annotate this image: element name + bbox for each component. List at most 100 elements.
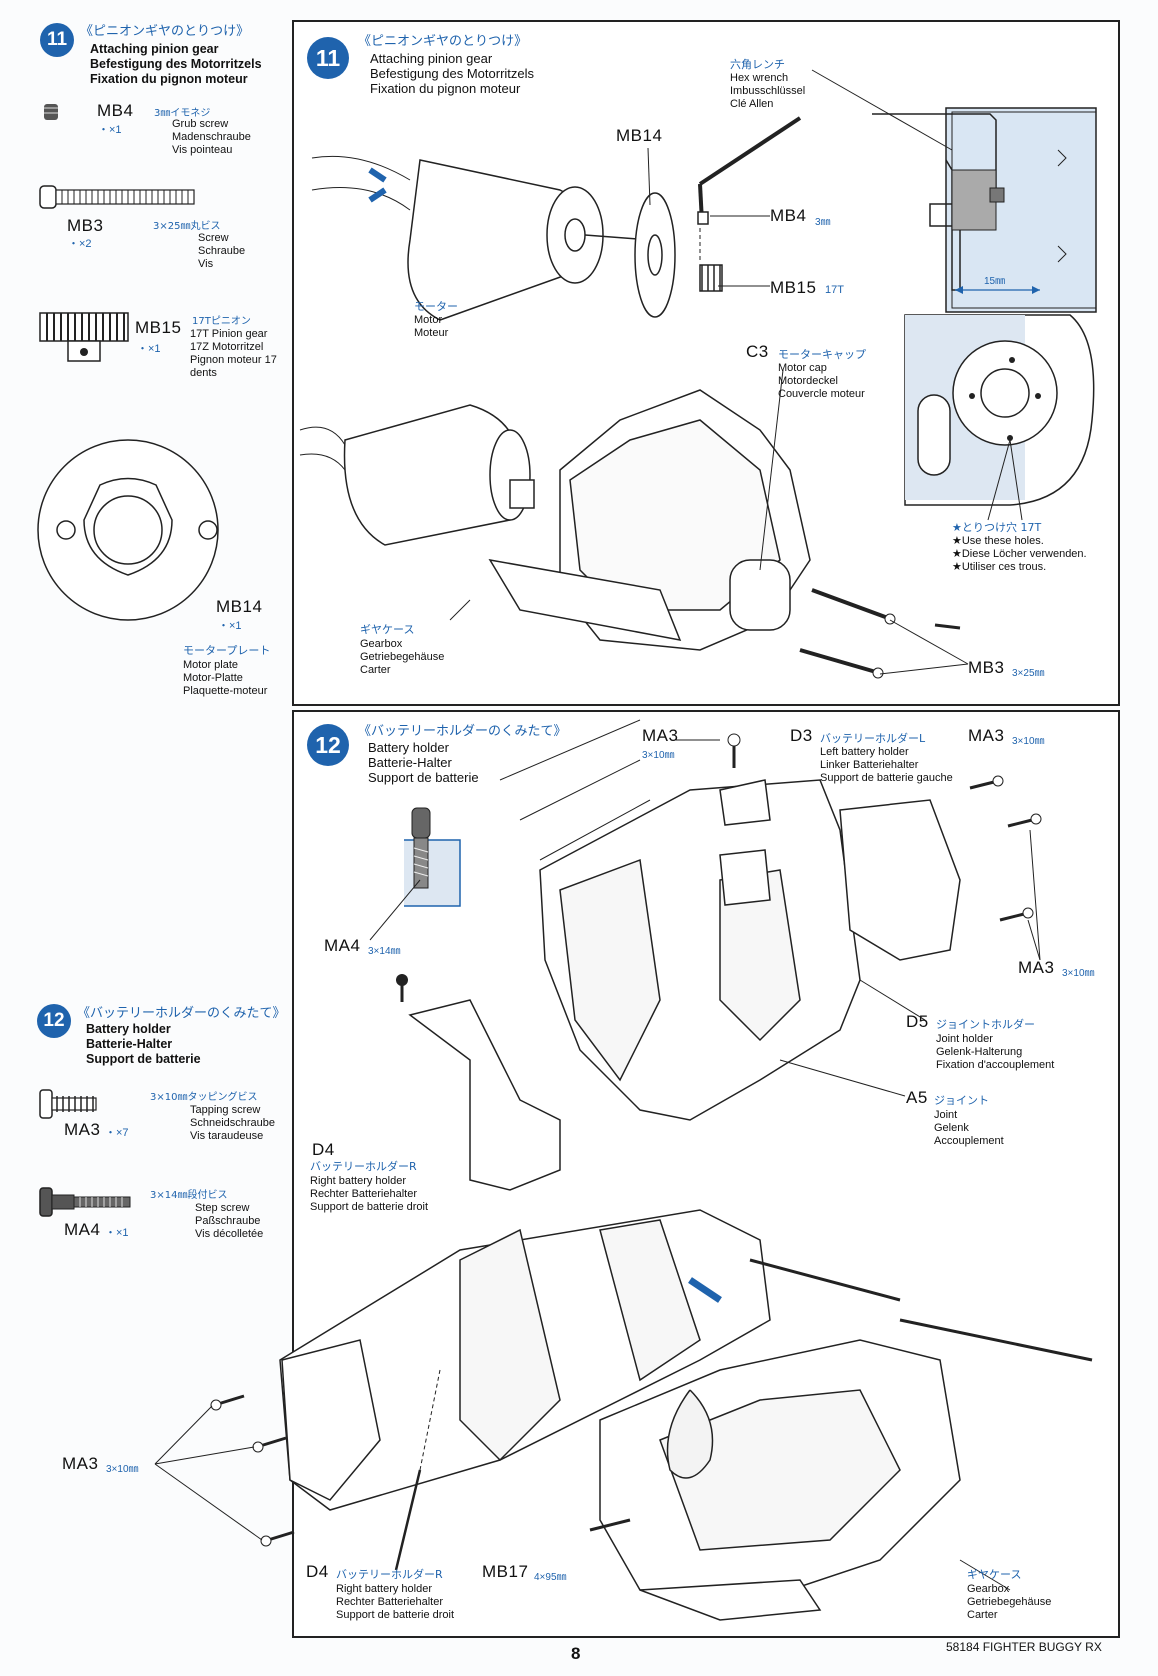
label-mb17: MB17 — [482, 1562, 529, 1581]
motor-plate-icon — [37, 439, 219, 621]
gearbox-jp: ギヤケース — [360, 623, 415, 636]
model-name: 58184 FIGHTER BUGGY RX — [946, 1640, 1102, 1654]
name-fr: Support de batterie gauche — [820, 772, 953, 784]
name-fr: Vis — [198, 258, 214, 270]
gearbox-bottom-jp: ギヤケース — [967, 1568, 1022, 1581]
name-de: Motordeckel — [778, 375, 838, 387]
name-en: Left battery holder — [820, 746, 909, 758]
sidebar-step11-illustrations — [37, 104, 219, 621]
step-12-titles: Battery holder Batterie-Halter Support d… — [86, 1022, 201, 1067]
label-ma3-right: MA3 — [968, 726, 1005, 745]
part-mb14-names: Motor plate Motor-Platte Plaquette-moteu… — [183, 659, 267, 698]
name-de: ★Diese Löcher verwenden. — [952, 548, 1087, 560]
label-ma3-left-dim: 3×10㎜ — [106, 1464, 139, 1475]
title-de: Batterie-Halter — [368, 755, 452, 770]
name-de: Getriebegehäuse — [967, 1596, 1052, 1608]
name-en: ★Use these holes. — [952, 535, 1044, 547]
part-mb3-qty: ・×2 — [68, 238, 92, 250]
panel-11-titles: Attaching pinion gear Befestigung des Mo… — [370, 51, 534, 96]
c3-names: Motor cap Motordeckel Couvercle moteur — [778, 362, 865, 401]
step-screw-icon — [39, 1187, 131, 1217]
d3-jp: バッテリーホルダーL — [820, 732, 926, 745]
name-de: Paßschraube — [195, 1215, 261, 1227]
name-en: Right battery holder — [336, 1583, 432, 1595]
name-fr: Pignon moteur 17 dents — [190, 354, 277, 379]
label-mb15-dim: 17T — [825, 284, 844, 296]
name-de: Schneidschraube — [190, 1117, 276, 1129]
a5-names: Joint Gelenk Accouplement — [934, 1109, 1004, 1148]
label-ma3-right-dim: 3×10㎜ — [1012, 736, 1045, 747]
d4-top-names: Right battery holder Rechter Batteriehal… — [310, 1175, 428, 1214]
label-mb3-dim: 3×25㎜ — [1012, 668, 1045, 679]
name-fr: Couvercle moteur — [778, 388, 865, 400]
part-mb4-jp: 3㎜イモネジ — [154, 108, 211, 119]
part-ma4-qty: ・×1 — [105, 1227, 129, 1239]
motor-jp: モーター — [414, 300, 458, 313]
label-a5: A5 — [906, 1088, 928, 1107]
part-mb3-code: MB3 — [67, 216, 104, 235]
name-fr: Support de batterie droit — [336, 1609, 455, 1621]
name-fr: Vis pointeau — [172, 144, 233, 156]
part-mb15-jp: 17Tピニオン — [192, 316, 251, 327]
name-de: Imbusschlüssel — [730, 85, 806, 97]
name-fr: Vis décolletée — [195, 1228, 264, 1240]
name-de: Rechter Batteriehalter — [310, 1188, 417, 1200]
name-en: Motor plate — [183, 659, 239, 671]
name-en: Grub screw — [172, 118, 229, 130]
name-fr: Carter — [967, 1609, 998, 1621]
label-ma3-right2: MA3 — [1018, 958, 1055, 977]
name-en: Gearbox — [360, 638, 403, 650]
name-de: Rechter Batteriehalter — [336, 1596, 443, 1608]
name-de: Motor-Platte — [183, 672, 243, 684]
step-11-badge: 11 — [40, 23, 74, 57]
part-ma4-code: MA4 — [64, 1220, 101, 1239]
part-mb15-code: MB15 — [135, 318, 182, 337]
name-de: Linker Batteriehalter — [820, 759, 919, 771]
label-ma3-top: MA3 — [642, 726, 679, 745]
label-c3: C3 — [746, 342, 769, 361]
name-fr: Fixation d'accouplement — [936, 1059, 1055, 1071]
part-mb14-code: MB14 — [216, 597, 263, 616]
title-fr: Support de batterie — [86, 1052, 201, 1066]
name-en: Joint holder — [936, 1033, 993, 1045]
step-12-jp-title: 《バッテリーホルダーのくみたて》 — [77, 1006, 286, 1021]
title-fr: Support de batterie — [368, 770, 479, 785]
title-fr: Fixation du pignon moteur — [90, 72, 248, 86]
panel-11-badge: 11 — [307, 37, 349, 79]
step-12-badge: 12 — [37, 1004, 71, 1038]
label-mb14: MB14 — [616, 126, 663, 145]
label-ma3-right2-dim: 3×10㎜ — [1062, 968, 1095, 979]
name-de: Getriebegehäuse — [360, 651, 445, 663]
name-en: Step screw — [195, 1202, 250, 1214]
part-mb3-jp: 3×25㎜丸ビス — [153, 221, 221, 232]
sidebar-step12-illustrations — [39, 1089, 131, 1217]
name-fr: Plaquette-moteur — [183, 685, 268, 697]
label-ma3-left: MA3 — [62, 1454, 99, 1473]
d5-jp: ジョイントホルダー — [936, 1018, 1035, 1031]
label-d4-bottom: D4 — [306, 1562, 329, 1581]
name-en: Gearbox — [967, 1583, 1010, 1595]
panel-12-titles: Battery holder Batterie-Halter Support d… — [368, 740, 479, 785]
label-d3: D3 — [790, 726, 813, 745]
name-de: 17Z Motorritzel — [190, 341, 264, 353]
step-11-titles: Attaching pinion gear Befestigung des Mo… — [90, 42, 262, 87]
label-gap: 15㎜ — [984, 276, 1006, 287]
title-en: Attaching pinion gear — [90, 42, 219, 56]
name-en: Hex wrench — [730, 72, 789, 84]
label-ma4-dim: 3×14㎜ — [368, 946, 401, 957]
part-mb14-qty: ・×1 — [218, 620, 242, 632]
part-mb3-names: Screw Schraube Vis — [198, 232, 245, 271]
part-ma4-names: Step screw Paßschraube Vis décolletée — [195, 1202, 263, 1241]
d4-bottom-names: Right battery holder Rechter Batteriehal… — [336, 1583, 454, 1622]
name-fr: Moteur — [414, 327, 449, 339]
name-de: Schraube — [198, 245, 246, 257]
label-mb4-dim: 3㎜ — [815, 217, 831, 228]
gearbox-bottom-names: Gearbox Getriebegehäuse Carter — [967, 1583, 1051, 1622]
a5-jp: ジョイント — [934, 1094, 989, 1107]
title-de: Befestigung des Motorritzels — [370, 66, 535, 81]
panel-11-jp-title: 《ピニオンギヤのとりつけ》 — [358, 34, 528, 49]
gearbox-names: Gearbox Getriebegehäuse Carter — [360, 638, 444, 677]
name-fr: ★Utiliser ces trous. — [952, 561, 1047, 573]
